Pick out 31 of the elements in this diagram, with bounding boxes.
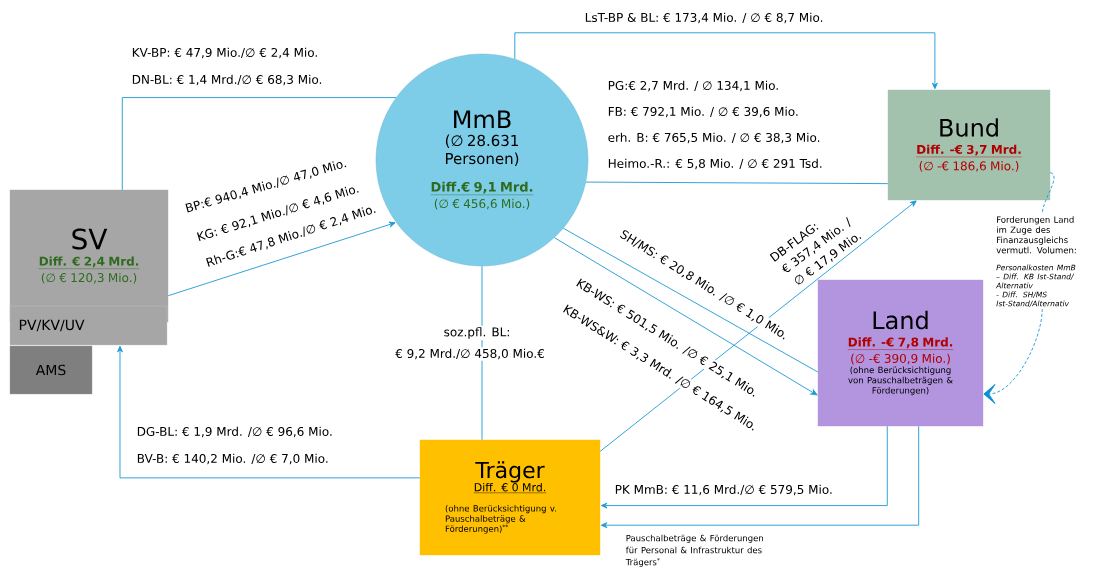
arrow — [600, 425, 920, 529]
connector-line — [481, 265, 483, 441]
edge-label: Heimo.-R.: € 5,8 Mio. / ∅ € 291 Tsd. — [608, 158, 822, 170]
arrow — [554, 237, 818, 396]
edge-label: BV-B: € 140,2 Mio. /∅ € 7,0 Mio. — [137, 453, 328, 465]
arrow — [514, 32, 938, 90]
amount-label: KV-BP: € 47,9 Mio./∅ € 2,4 Mio. — [132, 47, 317, 59]
amount-label: PG:€ 2,7 Mrd. / ∅ 134,1 Mio. — [608, 80, 778, 92]
arrow — [600, 425, 888, 509]
edge-label: Pauschalbeträge & Förderungen für Personal & Infrastruktur des Trägers$^{*}$ — [625, 534, 763, 567]
amount-label: erh. B: € 765,5 Mio. / ∅ € 38,3 Mio. — [608, 132, 820, 144]
stakeholder-box: AMS — [9, 345, 93, 395]
connector-line — [121, 97, 397, 191]
arrow — [117, 345, 421, 479]
arrow — [599, 200, 917, 452]
stakeholder-box: Träger Diff. € 0 Mrd. (ohne Berücksichtigung v. Pauschalbeträge & Förderungen)$^{**}$ — [419, 439, 601, 556]
edge-label: LsT-BP & BL: € 173,4 Mio. / ∅ € 8,7 Mio. — [585, 12, 823, 24]
connector-line — [562, 227, 819, 373]
connector-line — [1041, 172, 1055, 215]
amount-label: € 9,2 Mrd./∅ 458,0 Mio.€ — [393, 347, 547, 361]
edge-label: soz.pfl. BL: — [442, 325, 512, 341]
edge-label: DN-BL: € 1,4 Mrd./∅ € 68,3 Mio. — [132, 74, 322, 86]
connector-line — [585, 181, 889, 185]
stakeholder-box: Bund Diff. -€ 3,7 Mrd. (∅ -€ 186,6 Mio.) — [887, 89, 1051, 201]
arrow — [167, 221, 396, 297]
stakeholder-box: PV/KV/UV — [9, 305, 168, 346]
amount-label: FB: € 792,1 Mio. / ∅ € 39,6 Mio. — [608, 106, 798, 118]
amount-label: DG-BL: € 1,9 Mrd. /∅ € 96,6 Mio. — [137, 426, 332, 438]
edge-label: PK MmB: € 11,6 Mrd./∅ € 579,5 Mio. — [615, 484, 832, 496]
stakeholder-box: Land Diff. -€ 7,8 Mrd. (∅ -€ 390,9 Mio.) (ohne Berücksichtigung von Pauschalbeträgen & Förderungen) — [817, 279, 984, 427]
arrow — [983, 308, 1043, 404]
